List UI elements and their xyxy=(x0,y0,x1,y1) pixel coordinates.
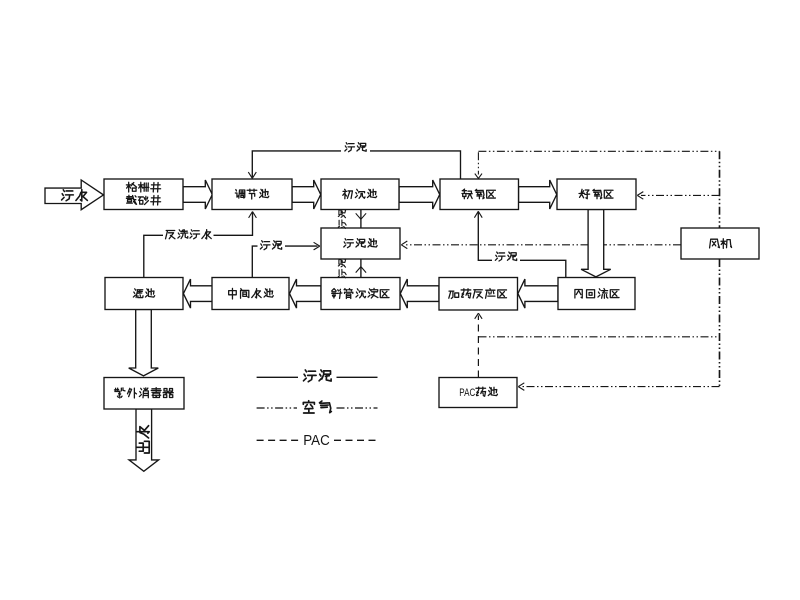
svg-text:PAC: PAC xyxy=(459,387,475,399)
svg-text:PAC: PAC xyxy=(303,432,330,449)
